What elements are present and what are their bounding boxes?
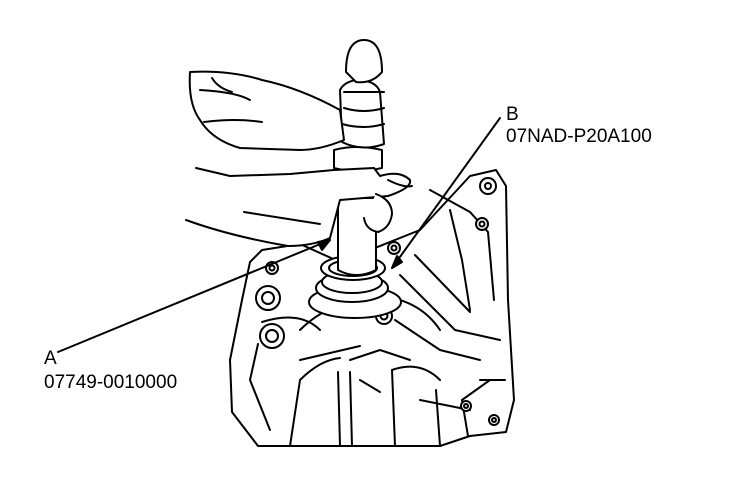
callout-b-letter: B xyxy=(506,104,519,125)
hand-icon xyxy=(185,70,413,247)
callout-a-part-number: 07749-0010000 xyxy=(44,372,178,393)
leader-line-a xyxy=(57,239,331,353)
hammer-icon xyxy=(339,39,385,149)
callout-b-part-number: 07NAD-P20A100 xyxy=(506,126,652,147)
leader-line-b xyxy=(391,117,501,269)
callout-a-letter: A xyxy=(44,348,57,369)
